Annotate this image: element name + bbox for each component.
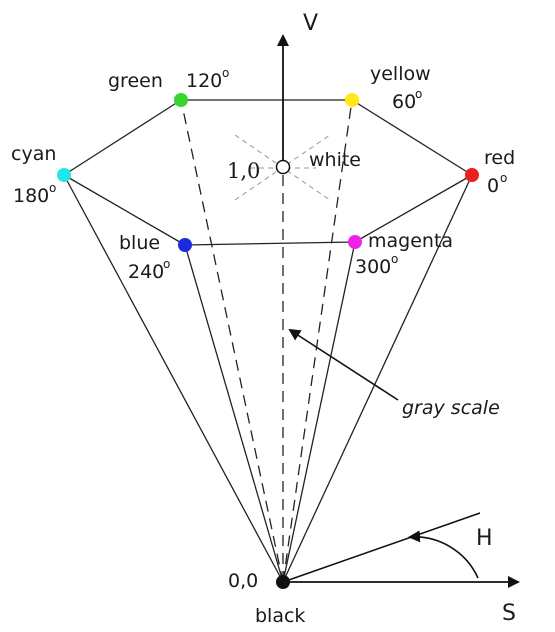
green-angle: 120	[186, 70, 222, 92]
red-label: red	[484, 147, 515, 169]
cyan-vertex-dot	[57, 168, 71, 182]
cyan-degree: o	[49, 181, 56, 195]
hue-angle-arc	[408, 530, 479, 579]
black-label: black	[255, 605, 305, 627]
cone-edge-cyan	[63, 174, 284, 583]
white-label: white	[309, 149, 361, 171]
blue-degree: o	[163, 257, 170, 271]
magenta-vertex-dot	[348, 235, 362, 249]
blue-angle: 240	[128, 261, 164, 283]
gray-scale-label: gray scale	[402, 397, 500, 419]
cyan-angle: 180	[13, 185, 49, 207]
hidden-edge-yellow	[282, 99, 353, 583]
green-vertex-dot	[174, 93, 188, 107]
yellow-degree: o	[415, 87, 422, 101]
yellow-angle: 60	[392, 91, 416, 113]
black-value: 0,0	[228, 570, 258, 592]
magenta-label: magenta	[368, 230, 453, 252]
hidden-cone-edges	[180, 99, 353, 583]
magenta-angle: 300	[355, 256, 391, 278]
hidden-edge-green	[180, 99, 284, 583]
red-vertex-dot	[465, 168, 479, 182]
s-axis-label: S	[502, 601, 516, 626]
magenta-degree: o	[391, 252, 398, 266]
cone-edge-red	[282, 174, 473, 583]
cone-edge-blue	[184, 244, 284, 583]
cyan-label: cyan	[11, 143, 56, 165]
yellow-label: yellow	[370, 63, 431, 85]
blue-label: blue	[119, 232, 160, 254]
red-degree: o	[500, 171, 507, 185]
red-angle: 0	[487, 175, 499, 197]
cone-edges	[63, 174, 473, 583]
white-value: 1,0	[227, 159, 260, 183]
white-point	[275, 159, 291, 175]
black-point	[276, 575, 290, 589]
gray-scale-pointer	[288, 328, 399, 401]
hue-reference-line	[282, 512, 481, 583]
yellow-vertex-dot	[345, 93, 359, 107]
blue-vertex-dot	[178, 238, 192, 252]
hexagon	[63, 99, 473, 246]
cone-edge-magenta	[282, 241, 356, 583]
green-degree: o	[222, 66, 229, 80]
h-angle-label: H	[476, 526, 493, 551]
v-axis-label: V	[303, 11, 318, 36]
green-label: green	[108, 70, 163, 92]
